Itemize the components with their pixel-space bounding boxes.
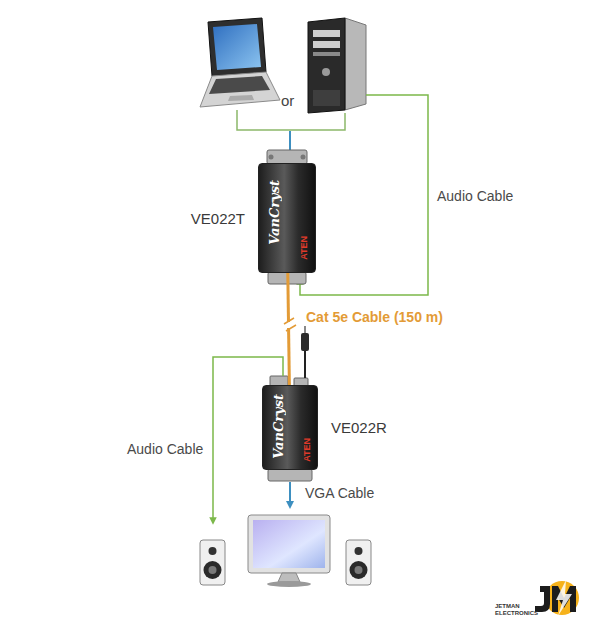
laptop-touchpad [228,95,254,101]
computer-bracket [237,110,345,130]
logo-circle [545,581,579,615]
rj45-port [268,272,306,284]
speaker-body [200,540,225,585]
monitor-frame [248,515,330,573]
cable-label: VGA Cable [305,485,374,501]
logo-letter-shape [535,586,550,612]
power-plug [301,333,309,351]
model-name: VE022T [149,210,245,227]
woofer [350,561,368,579]
drive-bay [313,41,340,48]
port-screw [301,155,306,160]
plug-tip [304,326,306,333]
tweeter [355,547,363,555]
woofer-cap [355,566,363,574]
pc-side [345,18,366,110]
tweeter [209,547,217,555]
brand-name: VanCryst [271,394,286,459]
laptop-base [200,72,280,107]
monitor-base [267,581,311,587]
logo-bolt [556,580,572,616]
laptop-computer [200,18,280,107]
vga-arrow [289,482,291,505]
logo-mark [535,580,579,616]
power-button [322,68,330,76]
model-name: VE022R [331,419,387,436]
speaker [346,540,371,585]
break-mark [286,325,296,331]
cable-label: Audio Cable [127,441,203,457]
maker-name: ATEN [299,236,309,260]
cable-label: Audio Cable [437,188,513,204]
pc-vent [313,90,340,106]
maker-name: ATEN [302,438,312,462]
cat5e-cable [288,273,290,385]
woofer [204,561,222,579]
woofer-cap [209,566,217,574]
watermark: JETMAN ELECTRONICS [495,603,537,616]
speaker-body [346,540,371,585]
power-cable [304,350,306,378]
monitor [248,515,330,587]
drive-bay [313,52,340,56]
vga-port [268,469,312,481]
port-screw [269,155,274,160]
break-gap [284,322,296,328]
laptop-screen [213,24,261,70]
break-mark [284,318,294,324]
laptop-keyboard [209,76,270,94]
pc-front [308,18,345,113]
cable-label: Cat 5e Cable (150 m) [306,309,443,325]
drive-bay [313,30,340,37]
monitor-screen [253,520,325,568]
alternative-word: or [281,92,294,109]
monitor-stand [278,573,300,582]
laptop-lid [208,18,266,76]
audio-cable-line [300,95,428,295]
speaker [200,540,225,585]
pc-tower [308,18,366,113]
brand-name: VanCryst [267,180,282,245]
vga-port [267,150,307,164]
extender-unit: VanCrystATENVE022T [258,163,316,273]
extender-unit: VanCrystATENVE022R [262,385,318,470]
